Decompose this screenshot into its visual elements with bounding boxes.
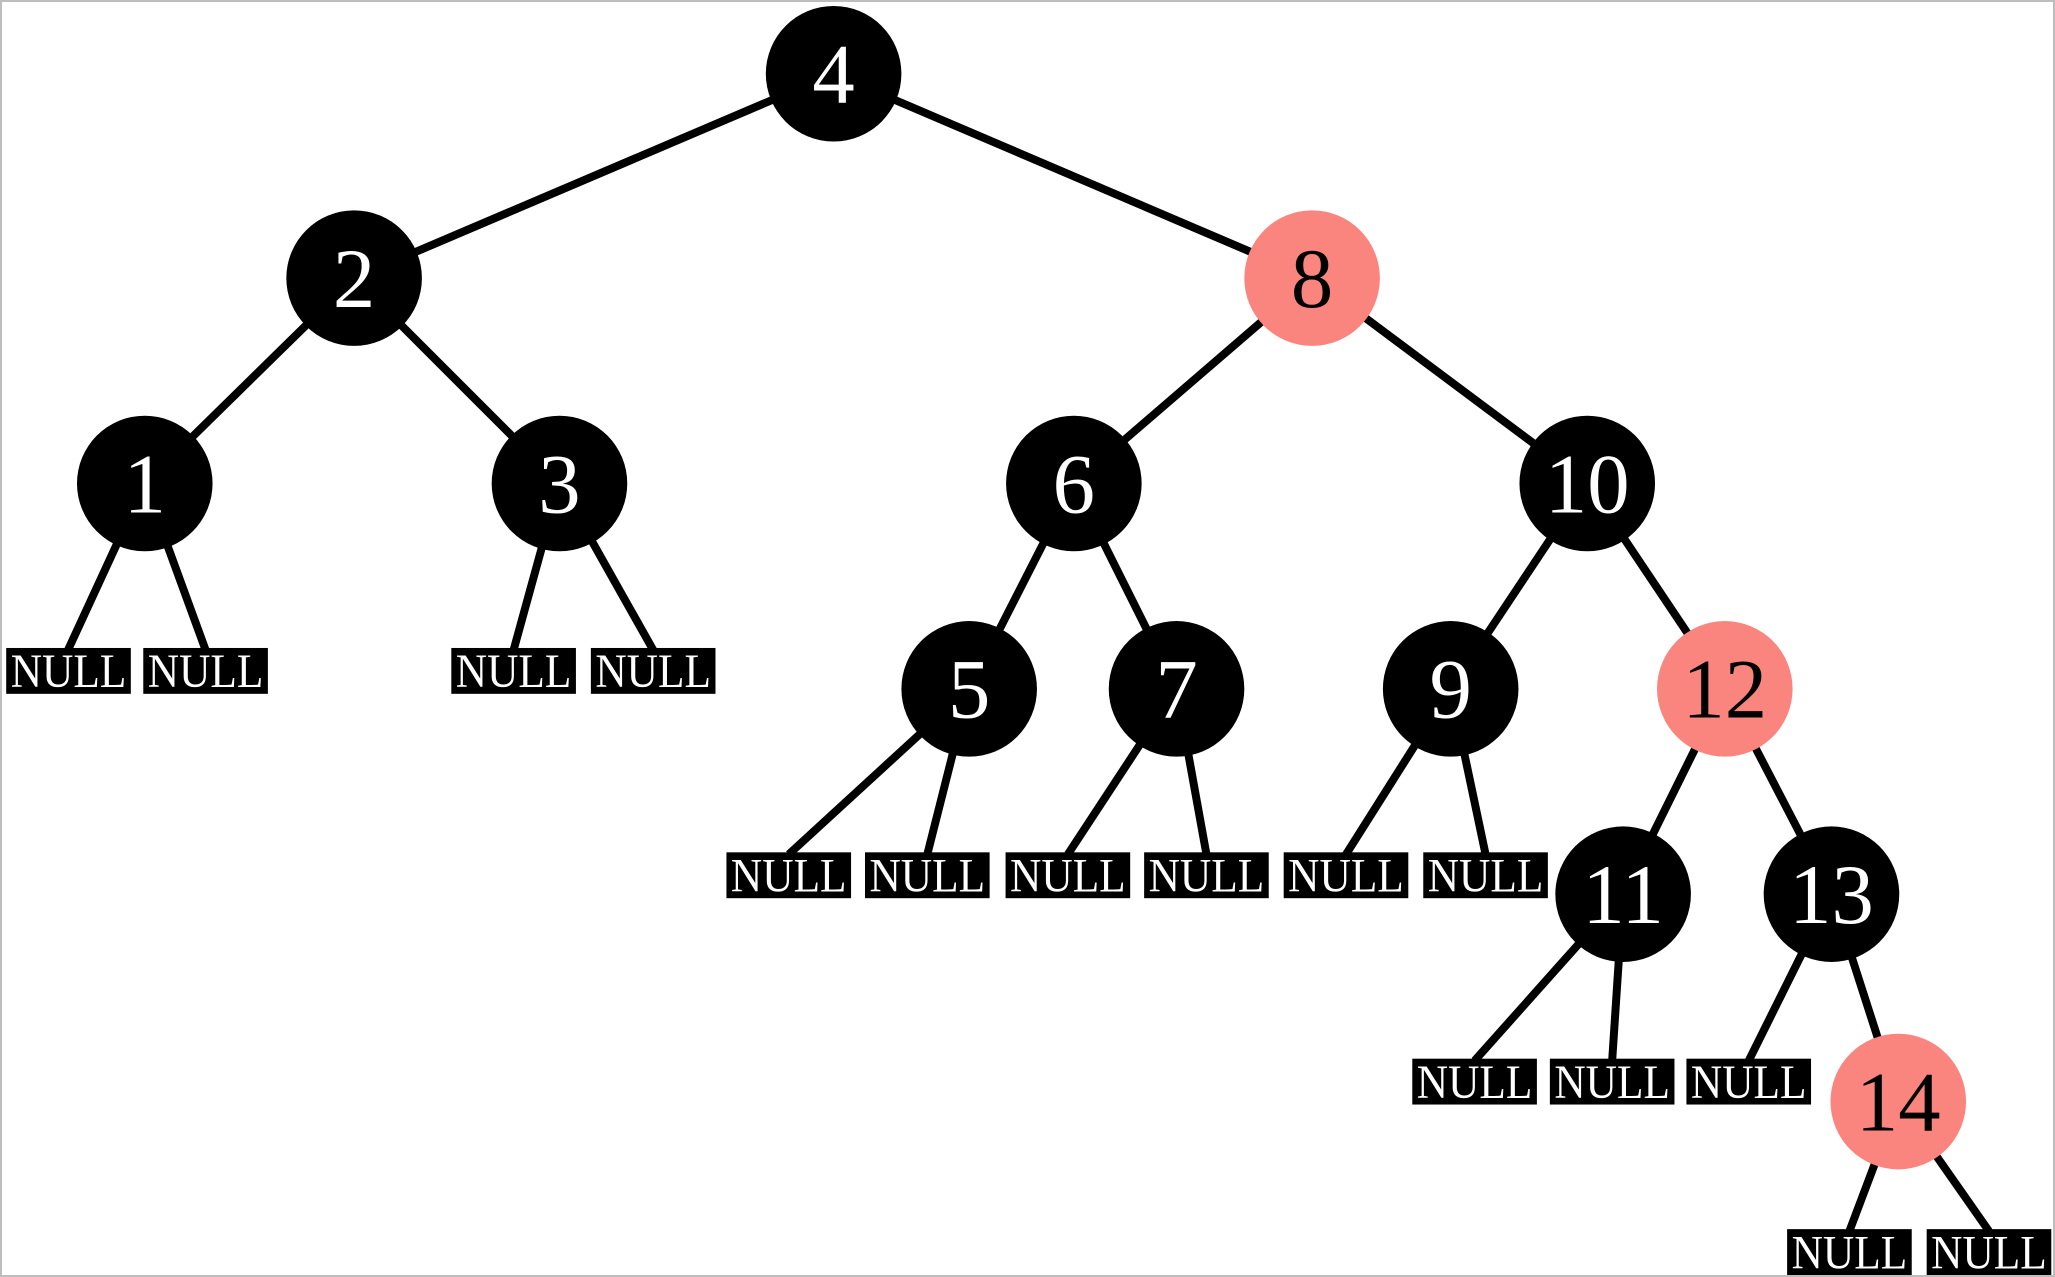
null-box (726, 852, 852, 899)
null-text: NULL (456, 645, 572, 698)
null-text: NULL (1010, 850, 1126, 903)
tree-node-2: 2 (286, 210, 422, 346)
null-leaf-1-left: NULL (6, 645, 131, 698)
null-leaf-14-left: NULL (1787, 1226, 1912, 1275)
tree-node-10: 10 (1519, 415, 1656, 552)
node-value-14: 14 (1856, 1055, 1941, 1149)
null-box (865, 852, 990, 899)
null-box (1283, 852, 1409, 899)
node-circle-1 (76, 415, 213, 552)
node-value-11: 11 (1582, 848, 1664, 942)
node-value-2: 2 (333, 232, 375, 326)
null-text: NULL (148, 645, 264, 698)
node-circle-13 (1763, 826, 1900, 962)
null-leaf-11-right: NULL (1549, 1056, 1675, 1109)
null-text: NULL (1691, 1056, 1807, 1109)
null-box (451, 647, 576, 694)
tree-node-13: 13 (1763, 826, 1900, 962)
null-box (1686, 1058, 1812, 1105)
null-leaf-3-right: NULL (590, 645, 716, 698)
node-circle-7 (1108, 621, 1245, 757)
null-box (6, 647, 131, 694)
null-box (1005, 852, 1131, 899)
tree-node-8: 8 (1244, 210, 1380, 346)
node-circle-14 (1830, 1033, 1967, 1170)
null-box (1144, 852, 1269, 899)
null-text: NULL (1931, 1226, 2047, 1275)
null-leaf-1-right: NULL (143, 645, 268, 698)
null-text: NULL (1554, 1056, 1670, 1109)
node-value-3: 3 (538, 437, 580, 531)
null-leaf-7-right: NULL (1144, 850, 1269, 903)
null-text: NULL (1417, 1056, 1533, 1109)
tree-node-7: 7 (1108, 621, 1245, 757)
tree-nodes: 4 2 8 1 3 6 10 (76, 5, 1967, 1170)
tree-node-11: 11 (1555, 826, 1691, 962)
node-circle-10 (1519, 415, 1656, 552)
node-value-6: 6 (1053, 437, 1095, 531)
node-circle-6 (1006, 415, 1142, 552)
null-leaves: NULL NULL NULL NULL NULL NULL (6, 645, 2052, 1275)
tree-node-4: 4 (765, 5, 902, 142)
null-box (143, 647, 268, 694)
null-box (1926, 1229, 2052, 1275)
node-circle-11 (1555, 826, 1691, 962)
tree-node-6: 6 (1006, 415, 1142, 552)
node-value-4: 4 (812, 28, 854, 122)
node-value-13: 13 (1789, 848, 1874, 942)
tree-node-9: 9 (1382, 621, 1519, 757)
tree-node-14: 14 (1830, 1033, 1967, 1170)
node-circle-3 (491, 415, 628, 552)
null-box (590, 647, 716, 694)
null-leaf-9-left: NULL (1283, 850, 1409, 903)
node-value-10: 10 (1545, 437, 1630, 531)
edge-4-2 (352, 70, 836, 282)
node-circle-4 (765, 5, 902, 142)
null-box (1412, 1058, 1537, 1105)
null-text: NULL (1792, 1226, 1908, 1275)
null-box (1423, 852, 1548, 899)
tree-node-3: 3 (491, 415, 628, 552)
null-leaf-13-left: NULL (1686, 1056, 1812, 1109)
tree-node-5: 5 (901, 621, 1037, 757)
null-text: NULL (1288, 850, 1404, 903)
node-value-1: 1 (124, 437, 166, 531)
node-value-12: 12 (1682, 643, 1767, 737)
null-box (1549, 1058, 1675, 1105)
node-value-7: 7 (1155, 643, 1197, 737)
null-leaf-11-left: NULL (1412, 1056, 1537, 1109)
null-text: NULL (1428, 850, 1544, 903)
null-leaf-5-left: NULL (726, 850, 852, 903)
null-leaf-14-right: NULL (1926, 1226, 2052, 1275)
null-leaf-7-left: NULL (1005, 850, 1131, 903)
edge-4-8 (832, 70, 1314, 282)
node-value-8: 8 (1291, 232, 1333, 326)
node-circle-12 (1657, 621, 1793, 757)
node-circle-9 (1382, 621, 1519, 757)
null-text: NULL (1149, 850, 1265, 903)
node-value-5: 5 (948, 643, 990, 737)
null-leaf-9-right: NULL (1423, 850, 1548, 903)
null-text: NULL (11, 645, 127, 698)
null-leaf-5-right: NULL (865, 850, 990, 903)
null-box (1787, 1229, 1912, 1275)
null-text: NULL (731, 850, 847, 903)
null-text: NULL (869, 850, 985, 903)
null-leaf-3-left: NULL (451, 645, 576, 698)
tree-node-12: 12 (1657, 621, 1793, 757)
tree-node-1: 1 (76, 415, 213, 552)
node-value-9: 9 (1429, 643, 1471, 737)
node-circle-2 (286, 210, 422, 346)
null-text: NULL (595, 645, 711, 698)
node-circle-8 (1244, 210, 1380, 346)
node-circle-5 (901, 621, 1037, 757)
